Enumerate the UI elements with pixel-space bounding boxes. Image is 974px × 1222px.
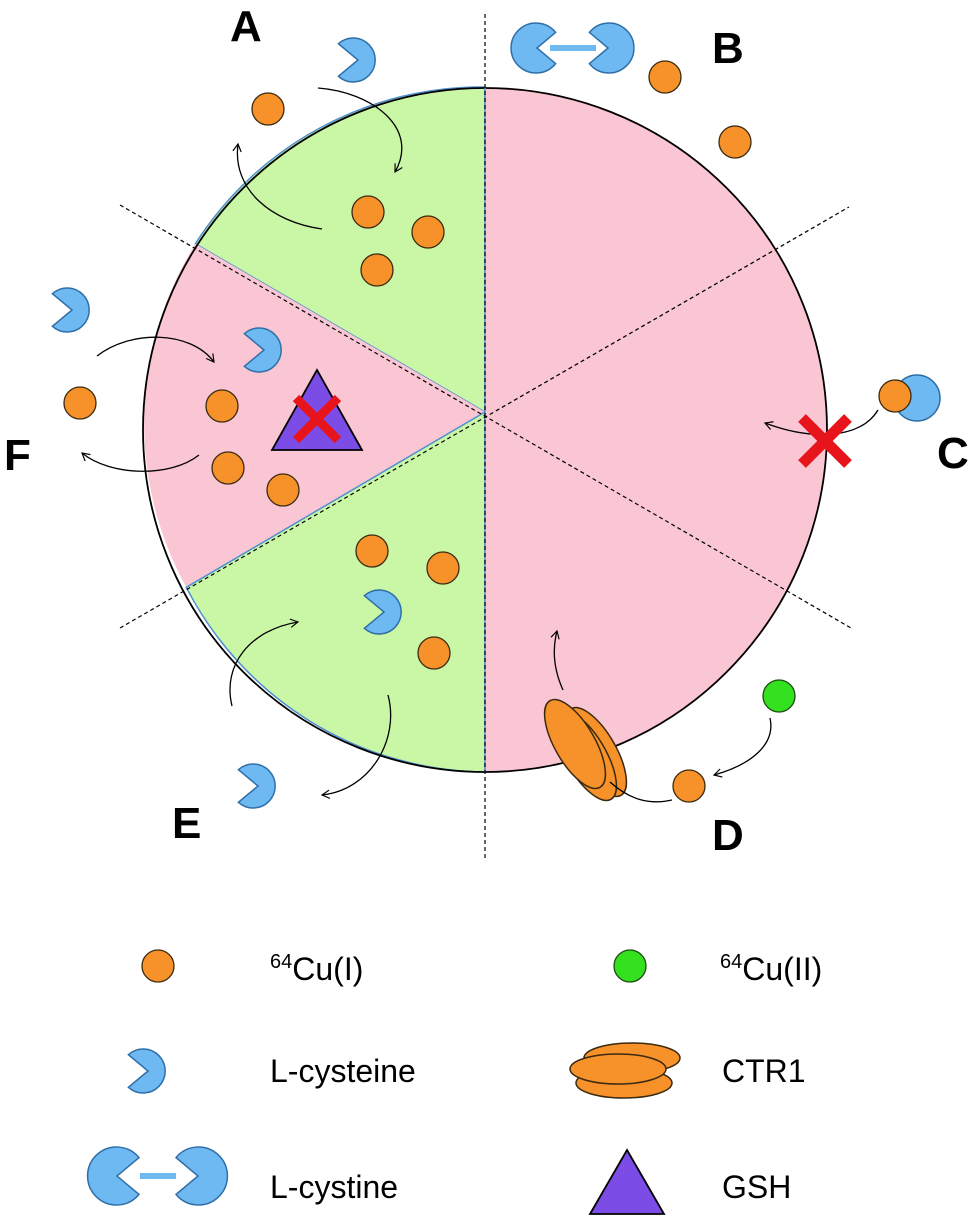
sector-right-pink — [485, 87, 828, 772]
cystine-half-left — [510, 22, 557, 74]
cu1-ion — [63, 386, 97, 420]
block-cross-f — [292, 394, 342, 444]
legend-cu1-label: 64Cu(I) — [270, 951, 363, 987]
cu1-ion — [718, 125, 752, 159]
division-lines — [119, 14, 852, 858]
legend-ctr1-label: CTR1 — [722, 1053, 806, 1089]
cu-cysteine-complex-c — [878, 374, 941, 422]
arrow-e-out — [320, 694, 392, 799]
cu1-ion — [360, 253, 394, 287]
arrow-e-in — [229, 618, 300, 707]
cu1-ion — [205, 389, 239, 423]
gsh-triangle-f — [270, 368, 364, 451]
legend-cysteine-label: L-cysteine — [270, 1053, 416, 1089]
cu1-ion — [211, 451, 245, 485]
arrow-d-cu2 — [712, 717, 772, 778]
block-cross-c — [798, 414, 852, 468]
arrow-d-link — [609, 781, 673, 803]
legend-cysteine-symbol — [127, 1048, 166, 1094]
cu1-ion — [251, 92, 285, 126]
legend-ctr1-symbol — [569, 1042, 681, 1099]
panel-label-a: A — [230, 2, 262, 51]
cysteine-molecule — [243, 327, 282, 373]
cystine-half-right — [588, 22, 635, 74]
legend-cystine-symbol — [86, 1146, 229, 1206]
legend: 64Cu(I) 64Cu(II) L-cysteine CTR1 L-cysti… — [86, 949, 822, 1215]
cu1-ion-c — [878, 379, 912, 413]
arrow-d-in — [550, 629, 564, 691]
arrow-a-out — [232, 142, 323, 230]
cu1-ion — [426, 551, 460, 585]
cu1-ion — [411, 215, 445, 249]
cu1-ion — [266, 473, 300, 507]
legend-cu2-symbol — [613, 949, 647, 983]
cu1-ions — [63, 60, 752, 803]
legend-cu2-label: 64Cu(II) — [720, 951, 822, 987]
arrow-a-in — [317, 87, 403, 174]
divider-diagonal-2 — [119, 206, 850, 629]
cysteine-molecules — [51, 37, 402, 809]
cysteine-molecule — [51, 287, 90, 333]
legend-gsh-label: GSH — [722, 1169, 791, 1205]
arrow-f-out — [81, 452, 200, 472]
transport-arrows — [81, 87, 772, 803]
cu1-ion — [351, 195, 385, 229]
panel-label-d: D — [712, 811, 744, 860]
legend-cu1-symbol — [141, 949, 175, 983]
panel-label-b: B — [712, 24, 744, 73]
panel-label-c: C — [937, 429, 969, 478]
sector-a-green — [194, 86, 486, 414]
cystine-molecule-b — [510, 22, 635, 74]
arrow-f-in — [96, 336, 215, 363]
cu1-ion — [648, 60, 682, 94]
cysteine-molecule — [363, 589, 402, 635]
legend-cystine-label: L-cystine — [270, 1169, 398, 1205]
cu1-ion — [417, 636, 451, 670]
legend-gsh-symbol — [588, 1148, 666, 1215]
ctr1-transporter-d — [543, 698, 628, 802]
panel-labels: A B C D E F — [4, 2, 969, 860]
panel-label-e: E — [172, 799, 201, 848]
panel-label-f: F — [4, 431, 31, 480]
cysteine-molecule — [237, 763, 276, 809]
cu1-ion — [355, 534, 389, 568]
cu2-ion-d — [762, 679, 796, 713]
cysteine-molecule — [337, 37, 376, 83]
cu1-ion — [672, 769, 706, 803]
